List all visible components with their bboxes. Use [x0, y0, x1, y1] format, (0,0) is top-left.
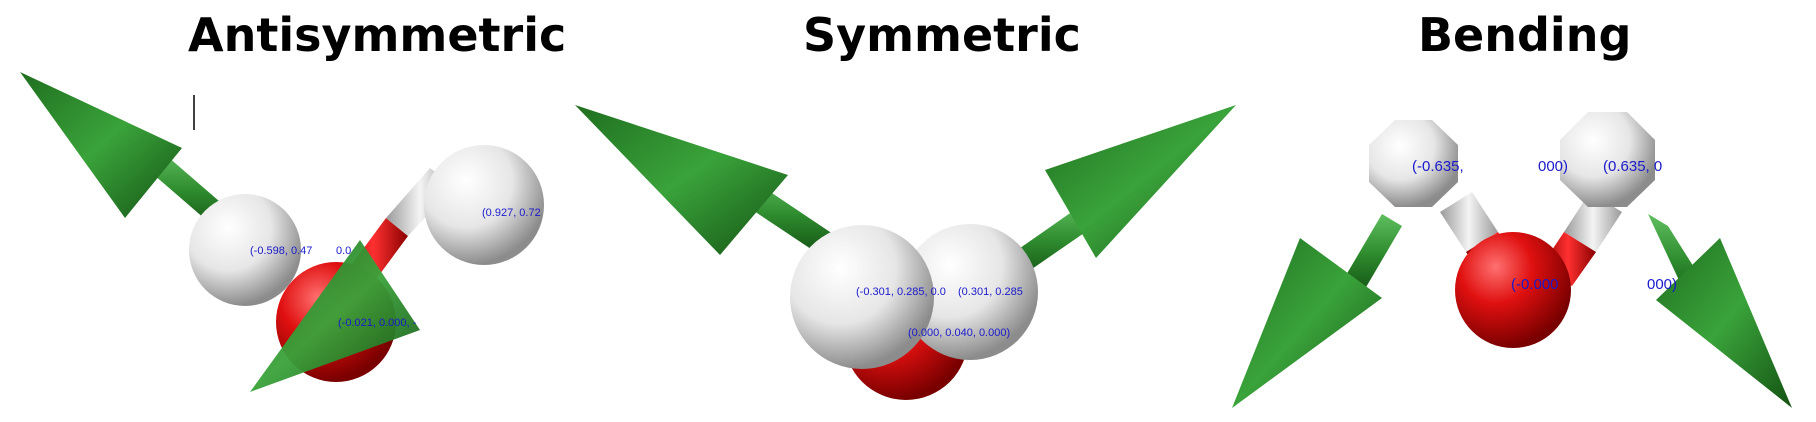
label-bend-h-left: (-0.635, [1412, 158, 1464, 175]
arrow-antisym-h-left [20, 72, 234, 232]
atom-antisym-h-left [189, 194, 301, 306]
title-antisymmetric: Antisymmetric [188, 8, 567, 62]
title-bending: Bending [1418, 8, 1632, 62]
label-bend-oxygen-extra: 000) [1647, 276, 1677, 293]
arrow-sym-h-left [575, 105, 836, 255]
atom-sym-h-left [790, 225, 934, 369]
label-antisym-h-right: (0.927, 0.72 [482, 207, 541, 219]
panel-antisymmetric: (-0.598, 0.47 0.0 (0.927, 0.72 (-0.021, … [20, 72, 544, 392]
label-antisym-oxygen: (-0.021, 0.000, - [338, 317, 417, 329]
panel-symmetric: (-0.301, 0.285, 0.0 (0.301, 0.285 (0.000… [575, 105, 1236, 400]
atom-bend-h-right [1560, 112, 1655, 207]
label-antisym-h-left-extra: 0.0 [336, 245, 351, 257]
atom-antisym-h-right [424, 145, 544, 265]
arrow-antisym-oxygen [250, 240, 420, 392]
arrow-sym-h-right [1000, 105, 1236, 280]
label-sym-oxygen: (0.000, 0.040, 0.000) [908, 327, 1010, 339]
atom-bend-oxygen [1455, 232, 1571, 348]
label-bend-h-left-extra: 000) [1538, 158, 1568, 175]
label-antisym-h-left: (-0.598, 0.47 [250, 245, 312, 257]
arrow-bend-h-left [1232, 214, 1402, 408]
panel-bending: (-0.635, 000) (0.635, 0 (-0.000 000) [1232, 112, 1792, 408]
title-symmetric: Symmetric [803, 8, 1081, 62]
atom-sym-h-right [902, 224, 1038, 360]
label-sym-h-right: (0.301, 0.285 [958, 286, 1023, 298]
label-sym-h-left: (-0.301, 0.285, 0.0 [856, 286, 946, 298]
atom-bend-h-left [1369, 120, 1458, 207]
label-bend-h-right: (0.635, 0 [1603, 158, 1662, 175]
label-bend-oxygen: (-0.000 [1511, 276, 1559, 293]
arrow-bend-h-right [1648, 214, 1792, 408]
